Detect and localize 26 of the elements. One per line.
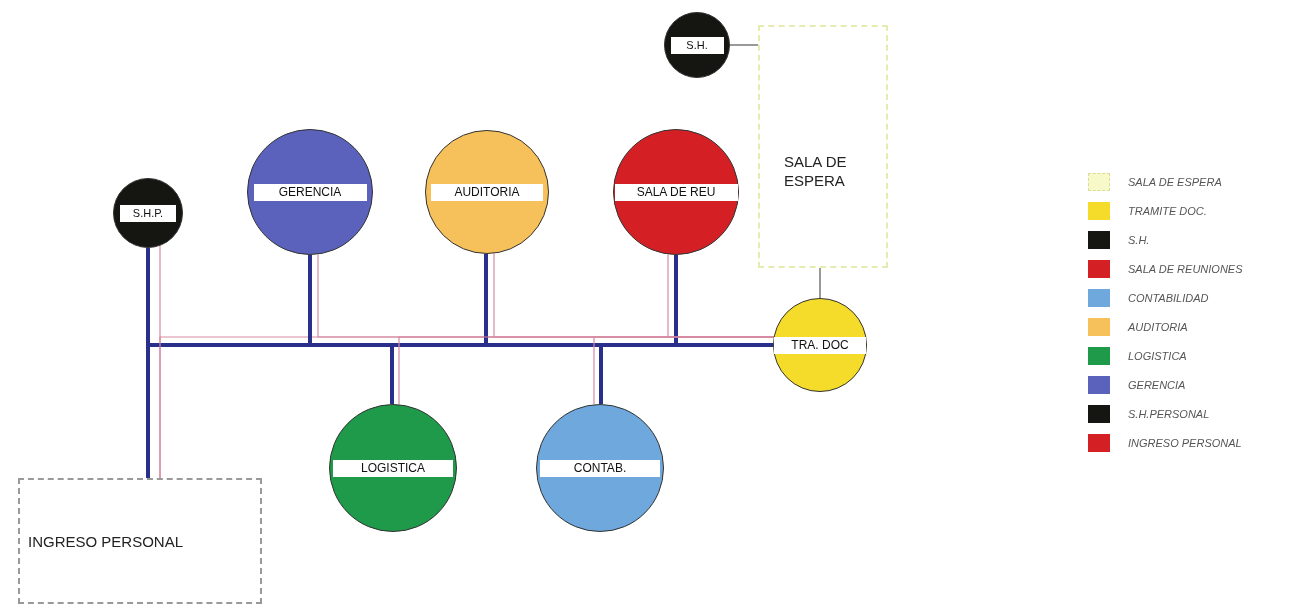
legend-label: LOGISTICA xyxy=(1128,349,1187,363)
legend-label: INGRESO PERSONAL xyxy=(1128,436,1242,450)
legend-label: GERENCIA xyxy=(1128,378,1186,392)
room-label: S.H.P. xyxy=(120,204,176,222)
room-label: GERENCIA xyxy=(253,183,367,201)
legend-label: S.H.PERSONAL xyxy=(1128,407,1210,421)
legend-label: S.H. xyxy=(1128,233,1150,247)
room-label: LOGISTICA xyxy=(333,459,453,477)
legend-label: SALA DE ESPERA xyxy=(1128,175,1222,189)
legend-label: CONTABILIDAD xyxy=(1128,291,1209,305)
room-label: S.H. xyxy=(670,36,724,54)
legend-label: TRAMITE DOC. xyxy=(1128,204,1207,218)
corridor-line xyxy=(599,343,773,404)
room-label: AUDITORIA xyxy=(431,183,543,201)
connector-line xyxy=(729,44,759,46)
room-label: TRA. DOC xyxy=(774,336,866,354)
room-label: SALA DE ESPERA xyxy=(784,152,848,190)
room-label: SALA DE REU xyxy=(614,183,738,201)
legend-label: AUDITORIA xyxy=(1128,320,1188,334)
connector-line xyxy=(593,336,775,405)
room-area xyxy=(758,25,888,268)
room-label: CONTAB. xyxy=(540,459,660,477)
connector-line xyxy=(819,267,821,299)
room-label: INGRESO PERSONAL xyxy=(28,531,184,551)
room-area xyxy=(18,478,262,604)
legend-label: SALA DE REUNIONES xyxy=(1128,262,1243,276)
